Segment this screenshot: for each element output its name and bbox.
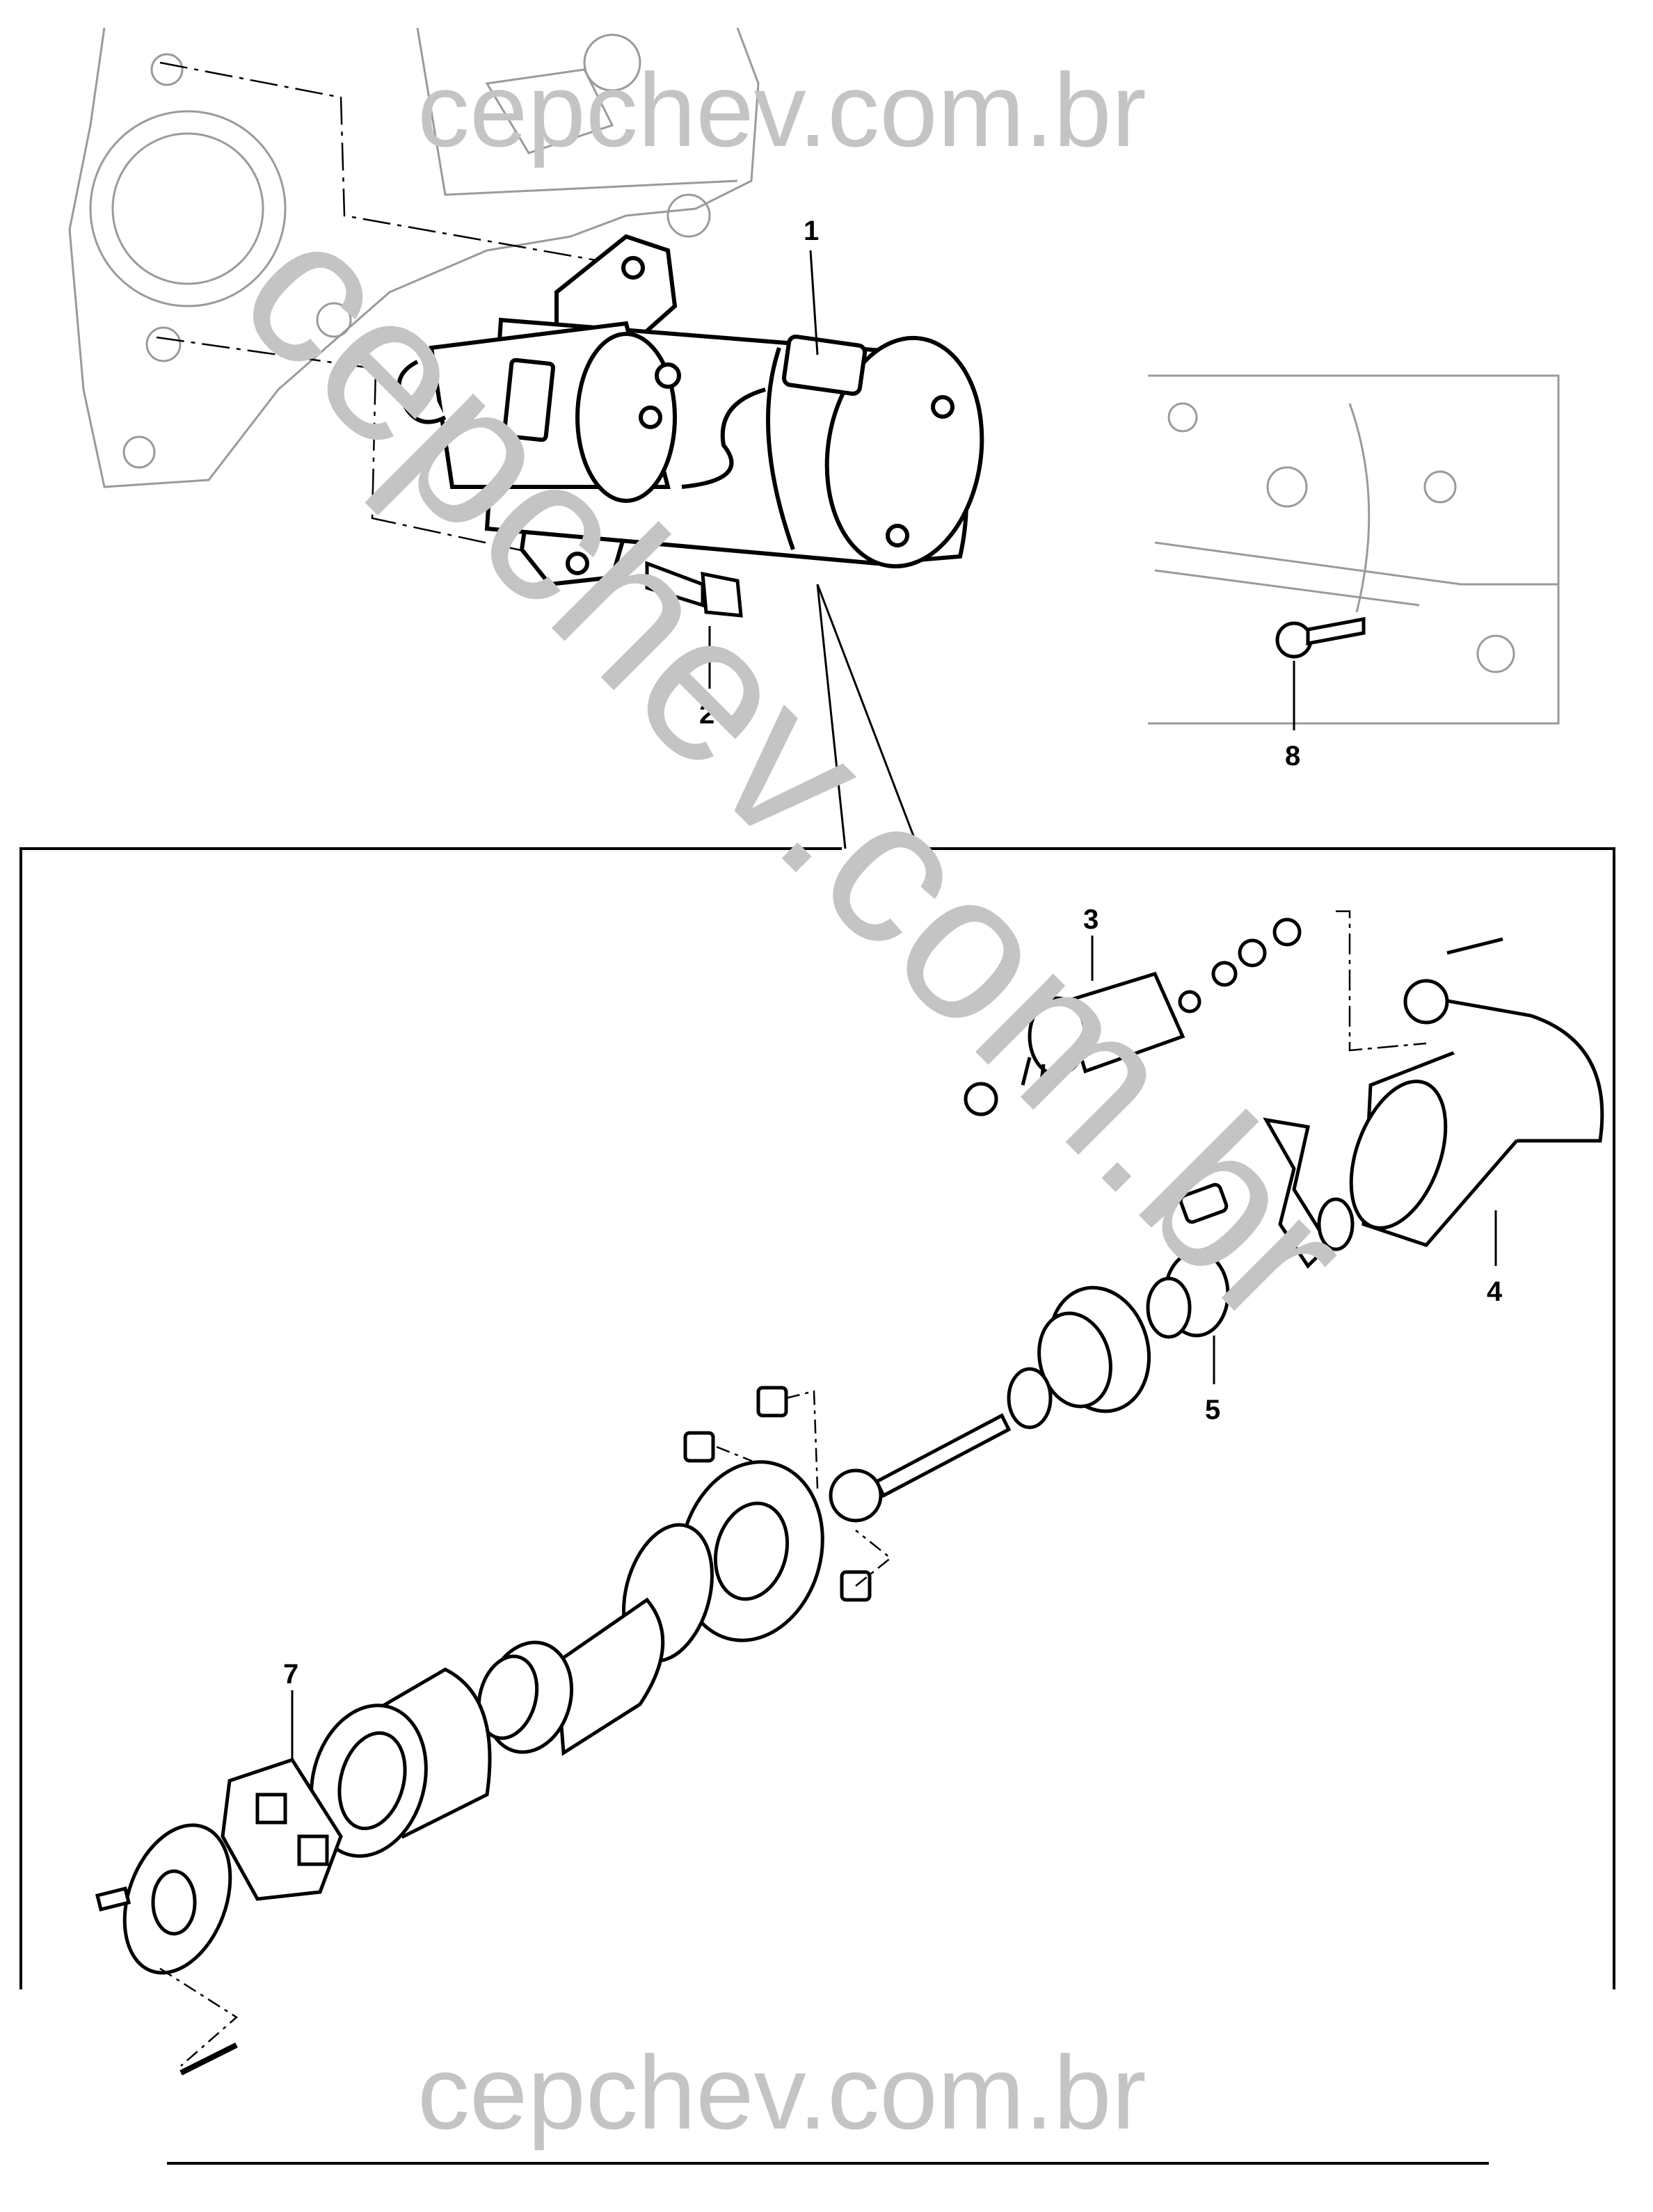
drive-end-housing (1349, 937, 1604, 1247)
inset-engine-outline (1148, 374, 1560, 725)
pinion-drive (1007, 1117, 1355, 1429)
starter-motor-assembly (397, 234, 984, 587)
callout-8: 8 (1285, 741, 1300, 771)
planet-gear-lines (716, 1390, 893, 1587)
drive-housing-align (1336, 910, 1427, 1052)
watermark-bottom: cepchev.com.br (417, 2034, 1147, 2151)
alignment-lines-top (156, 61, 620, 568)
watermark-top: cepchev.com.br (417, 51, 1147, 168)
callout-1: 1 (804, 216, 819, 246)
mounting-bolt (645, 561, 743, 618)
end-cover (95, 1823, 232, 1975)
exploded-view-frame (19, 847, 1615, 1989)
bracket-bolt (1275, 616, 1366, 659)
engine-block-outline (68, 27, 760, 488)
through-bolt (179, 2042, 238, 2076)
leader-lines-top (708, 250, 920, 849)
brush-holder (221, 1758, 343, 1901)
solenoid (964, 917, 1302, 1116)
callout-3: 3 (1083, 904, 1099, 935)
field-frame (310, 1667, 492, 1858)
callout-4: 4 (1487, 1276, 1503, 1307)
end-cover-align (159, 1967, 239, 2067)
armature-shaft (683, 1386, 1012, 1602)
callout-5: 5 (1205, 1395, 1220, 1425)
callout-7: 7 (283, 1659, 298, 1690)
armature (477, 1597, 665, 1756)
callout-2: 2 (699, 699, 714, 730)
